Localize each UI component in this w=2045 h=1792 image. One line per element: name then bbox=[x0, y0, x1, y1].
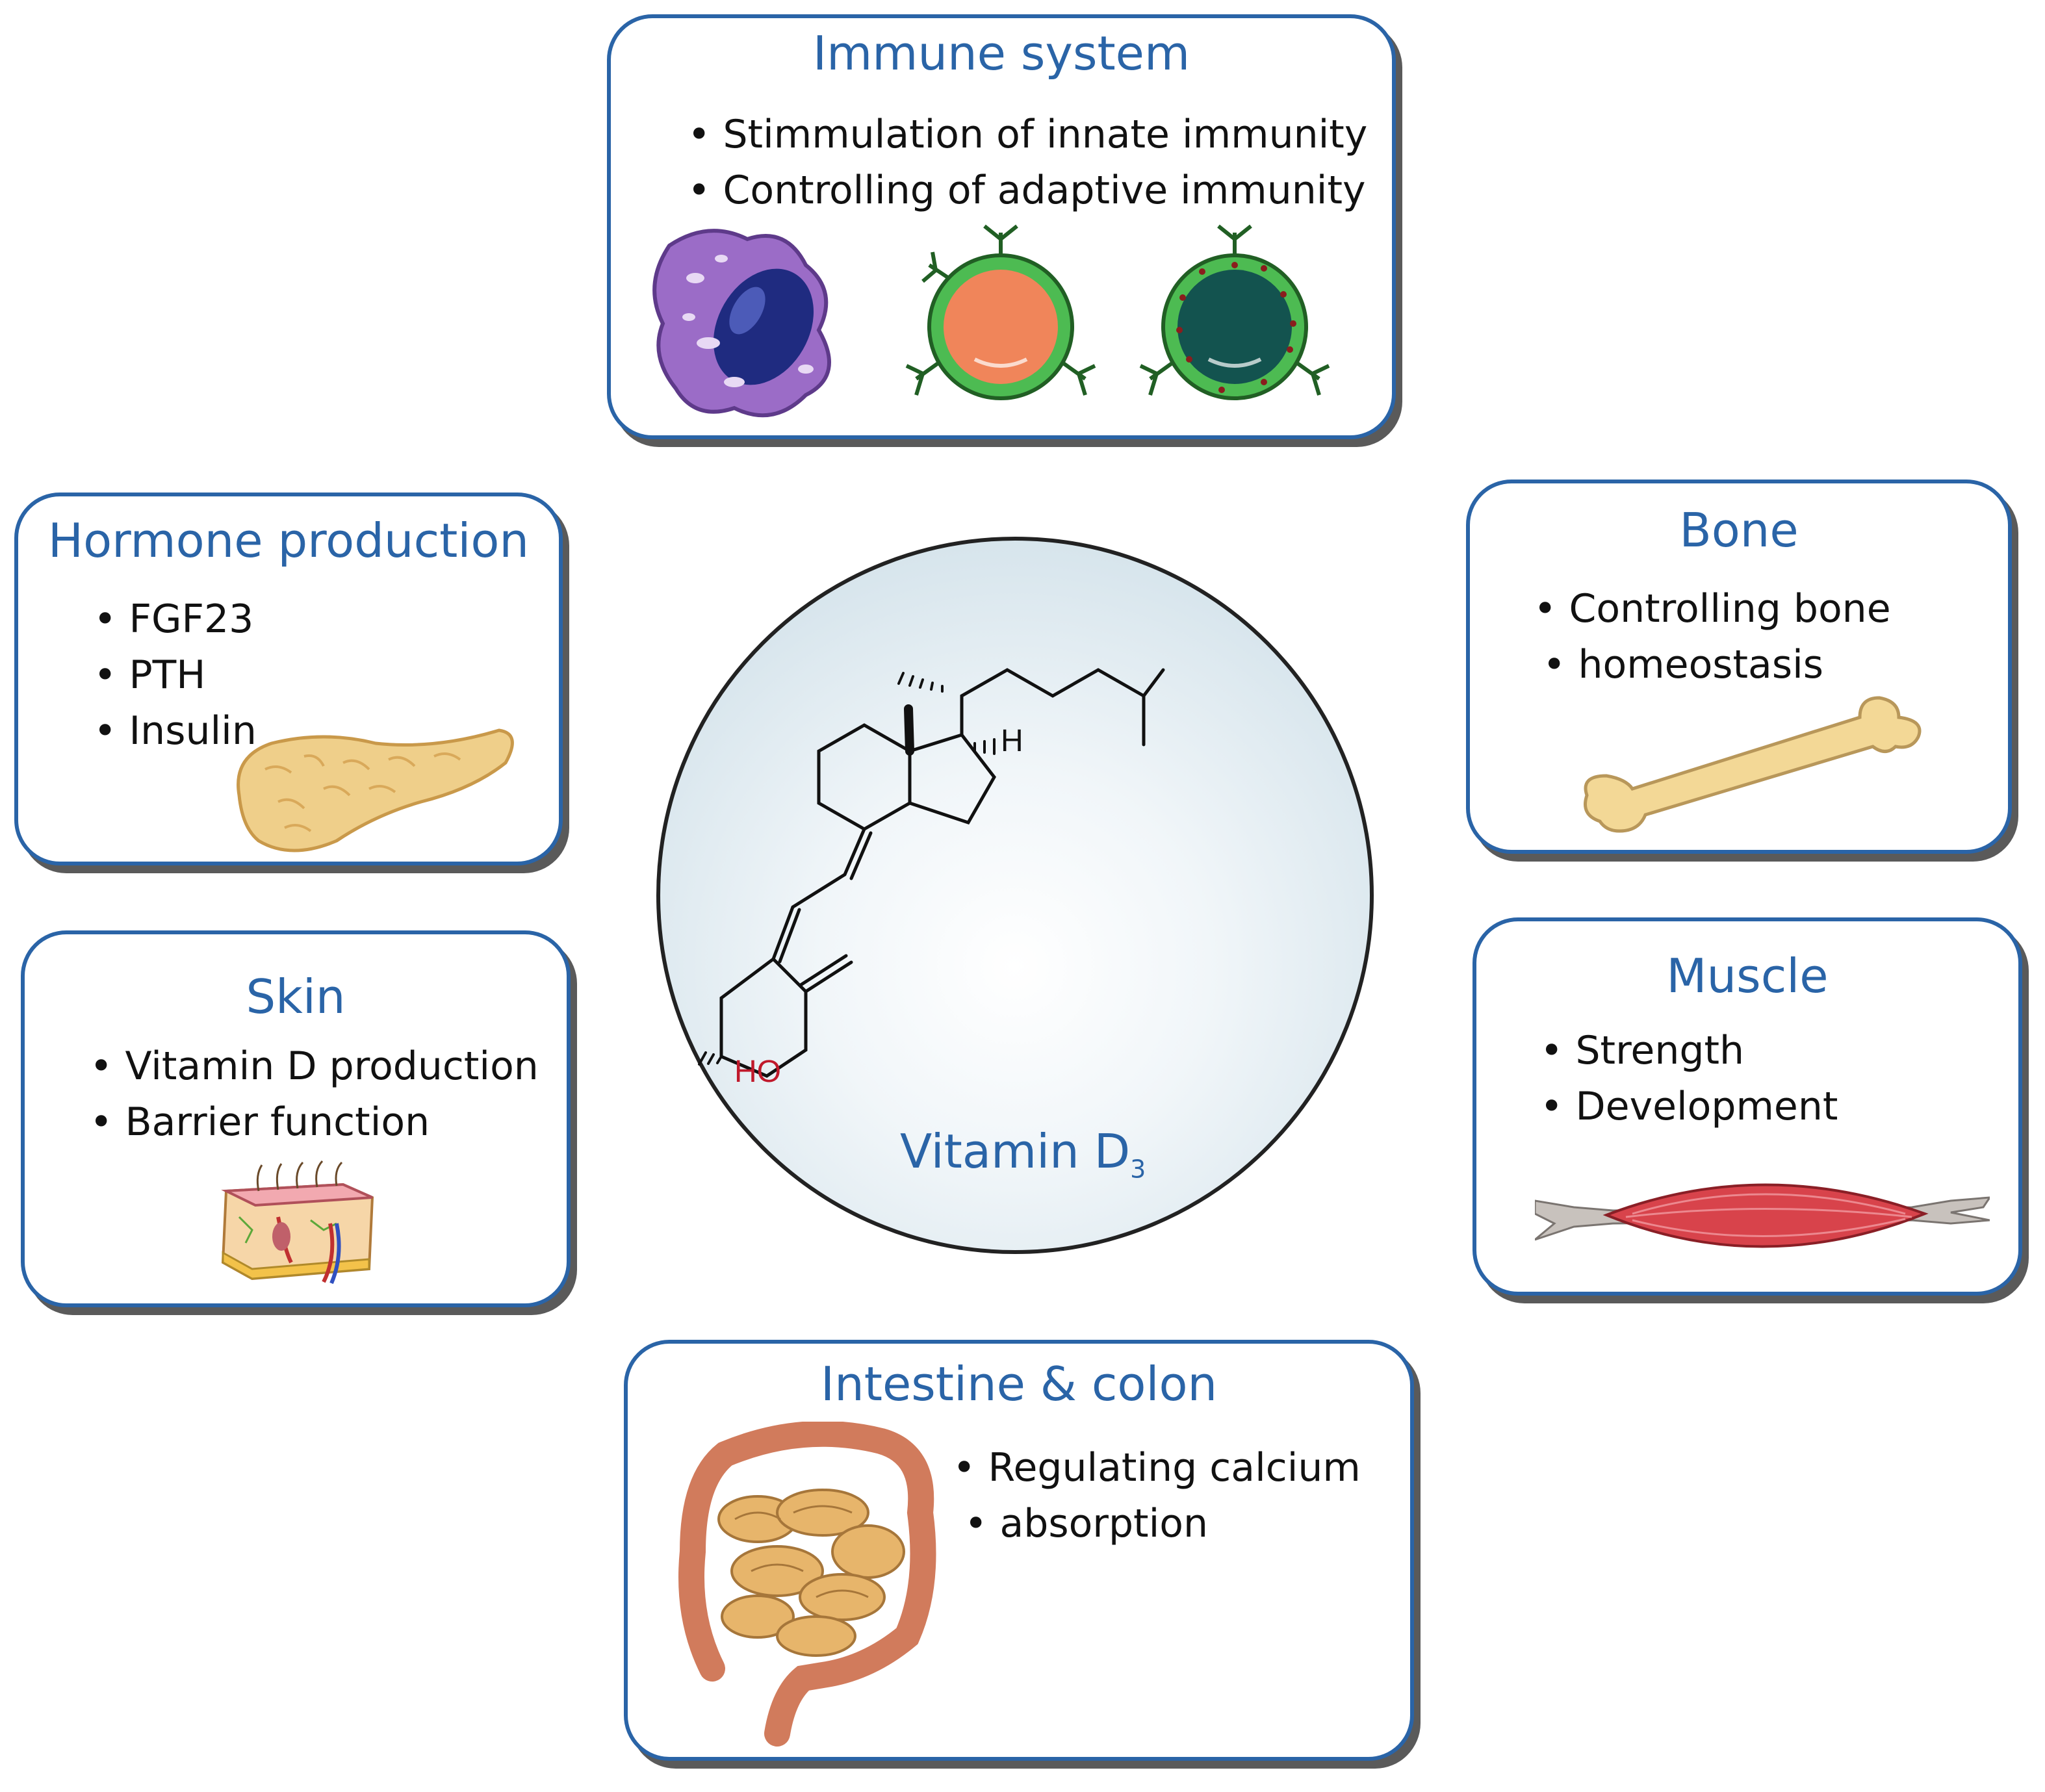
skin-list: Vitamin D production Barrier function bbox=[90, 1038, 539, 1150]
muscle-title: Muscle bbox=[1666, 949, 1829, 1003]
vitamin-d3-subscript: 3 bbox=[1130, 1155, 1146, 1184]
intestine-bullet-line2: absorption bbox=[953, 1496, 1361, 1552]
vitamin-d3-structure: H HO bbox=[698, 668, 1165, 1089]
intestines-icon bbox=[678, 1422, 936, 1747]
bone-list: Controlling bone homeostasis bbox=[1534, 581, 1891, 693]
lymphocyte-orange-icon bbox=[905, 224, 1096, 400]
bone-icon bbox=[1584, 696, 1922, 833]
muscle-bullet-strength: Strength bbox=[1540, 1023, 1838, 1079]
skin-bullet-barrier: Barrier function bbox=[90, 1094, 539, 1150]
muscle-list: Strength Development bbox=[1540, 1023, 1838, 1134]
hormone-bullet-pth: PTH bbox=[94, 647, 257, 703]
hormone-bullet-fgf23: FGF23 bbox=[94, 591, 257, 647]
intestine-colon-card: Intestine & colon Regulating calcium abs… bbox=[624, 1340, 1414, 1761]
muscle-icon bbox=[1535, 1183, 1990, 1248]
immune-system-title: Immune system bbox=[812, 26, 1190, 81]
macrophage-icon bbox=[652, 229, 831, 418]
vitamin-d3-circle bbox=[656, 537, 1374, 1254]
immune-bullet-innate: Stimmulation of innate immunity bbox=[688, 107, 1367, 162]
immune-bullet-adaptive: Controlling of adaptive immunity bbox=[688, 162, 1367, 218]
bone-bullet-line1: Controlling bone bbox=[1534, 581, 1890, 637]
intestine-colon-list: Regulating calcium absorption bbox=[953, 1440, 1361, 1552]
immune-system-list: Stimmulation of innate immunity Controll… bbox=[688, 107, 1367, 218]
hydrogen-label: H bbox=[1001, 724, 1023, 758]
skin-bullet-production: Vitamin D production bbox=[90, 1038, 538, 1094]
muscle-card: Muscle Strength Development bbox=[1473, 917, 2022, 1296]
immune-system-card: Immune system Stimmulation of innate imm… bbox=[607, 14, 1396, 439]
intestine-colon-title: Intestine & colon bbox=[820, 1357, 1218, 1411]
bone-bullet-line2: homeostasis bbox=[1534, 637, 1891, 693]
pancreas-icon bbox=[237, 728, 514, 852]
hydroxyl-label: HO bbox=[734, 1055, 781, 1089]
bone-title: Bone bbox=[1679, 503, 1799, 557]
hormone-production-card: Hormone production FGF23 PTH Insulin bbox=[14, 493, 563, 865]
immune-cells-illustration bbox=[652, 224, 1330, 418]
intestine-bullet-line1: Regulating calcium bbox=[953, 1440, 1360, 1496]
hormone-bullet-insulin: Insulin bbox=[94, 703, 256, 759]
hormone-production-title: Hormone production bbox=[47, 513, 530, 568]
lymphocyte-teal-icon bbox=[1139, 224, 1330, 400]
skin-title: Skin bbox=[246, 969, 346, 1024]
vitamin-d3-label: Vitamin D3 bbox=[900, 1124, 1146, 1183]
muscle-bullet-development: Development bbox=[1540, 1079, 1838, 1134]
skin-cross-section-icon bbox=[221, 1160, 374, 1285]
bone-card: Bone Controlling bone homeostasis bbox=[1466, 480, 2012, 854]
hormone-production-list: FGF23 PTH Insulin bbox=[94, 591, 257, 759]
skin-card: Skin Vitamin D production Barrier functi… bbox=[21, 930, 571, 1307]
vitamin-d3-name: Vitamin D bbox=[900, 1124, 1131, 1179]
